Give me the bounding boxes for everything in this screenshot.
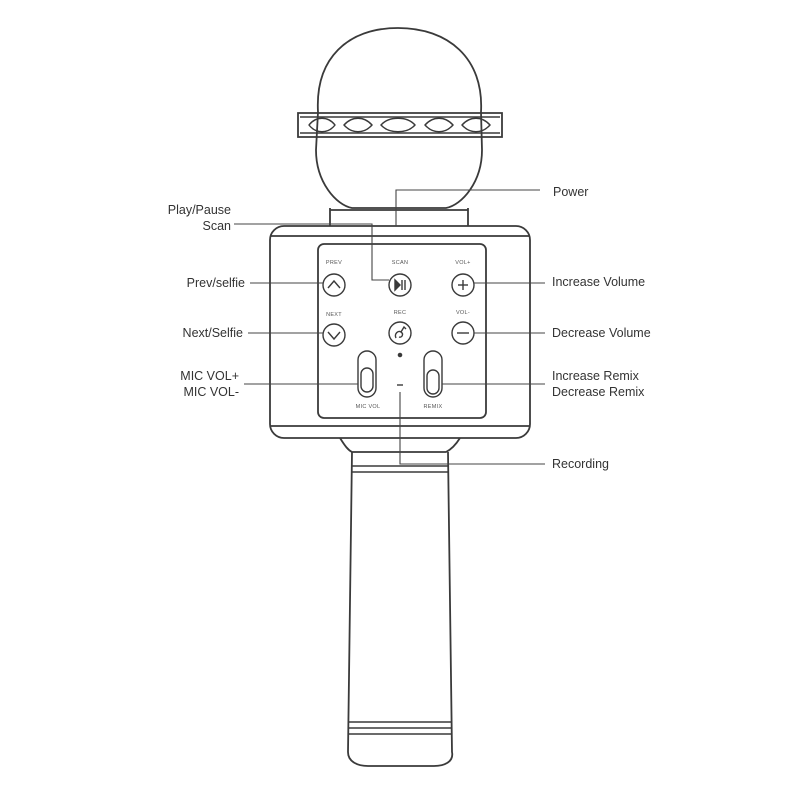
- scan-button-label: SCAN: [392, 260, 408, 266]
- leader-lines: [234, 189, 545, 465]
- callout-decrease-volume: Decrease Volume: [552, 326, 651, 340]
- status-led: [397, 352, 403, 358]
- mic-vol-slider[interactable]: [357, 350, 377, 398]
- remix-slider[interactable]: [423, 350, 443, 398]
- next-button[interactable]: [322, 323, 346, 347]
- leader-play-pause: [234, 223, 389, 281]
- rec-button[interactable]: [388, 321, 412, 345]
- vol-down-button-label: VOL-: [456, 310, 470, 316]
- rec-button-label: REC: [394, 310, 407, 316]
- remix-slider-label: REMIX: [424, 404, 443, 410]
- leader-recording: [399, 392, 545, 465]
- callout-mic-vol: MIC VOL+ MIC VOL-: [180, 369, 239, 399]
- band-pattern: [300, 116, 500, 134]
- callout-next-selfie: Next/Selfie: [182, 326, 243, 340]
- mic-handle: [347, 451, 454, 767]
- vol-up-button[interactable]: [451, 273, 475, 297]
- prev-button-label: PREV: [326, 260, 342, 266]
- leader-power: [395, 189, 540, 226]
- mic-vol-slider-label: MIC VOL: [356, 404, 381, 410]
- callout-remix: Increase Remix Decrease Remix: [552, 369, 645, 399]
- callout-play-pause-scan: Play/Pause Scan: [167, 203, 231, 233]
- control-panel: [317, 243, 487, 419]
- vol-down-button[interactable]: [451, 321, 475, 345]
- scan-button[interactable]: [388, 273, 412, 297]
- callout-power: Power: [553, 185, 589, 199]
- mic-neck: [329, 208, 469, 226]
- handle-rings: [349, 465, 451, 735]
- vol-up-button-label: VOL+: [455, 260, 470, 266]
- callout-increase-volume: Increase Volume: [552, 275, 646, 289]
- mic-grille-head: [315, 27, 483, 209]
- callout-prev-selfie: Prev/selfie: [186, 276, 245, 290]
- mic-head-band: [297, 112, 503, 138]
- next-button-label: NEXT: [326, 312, 342, 318]
- prev-button[interactable]: [322, 273, 346, 297]
- mic-collar: [339, 437, 461, 453]
- callout-recording: Recording: [552, 457, 609, 471]
